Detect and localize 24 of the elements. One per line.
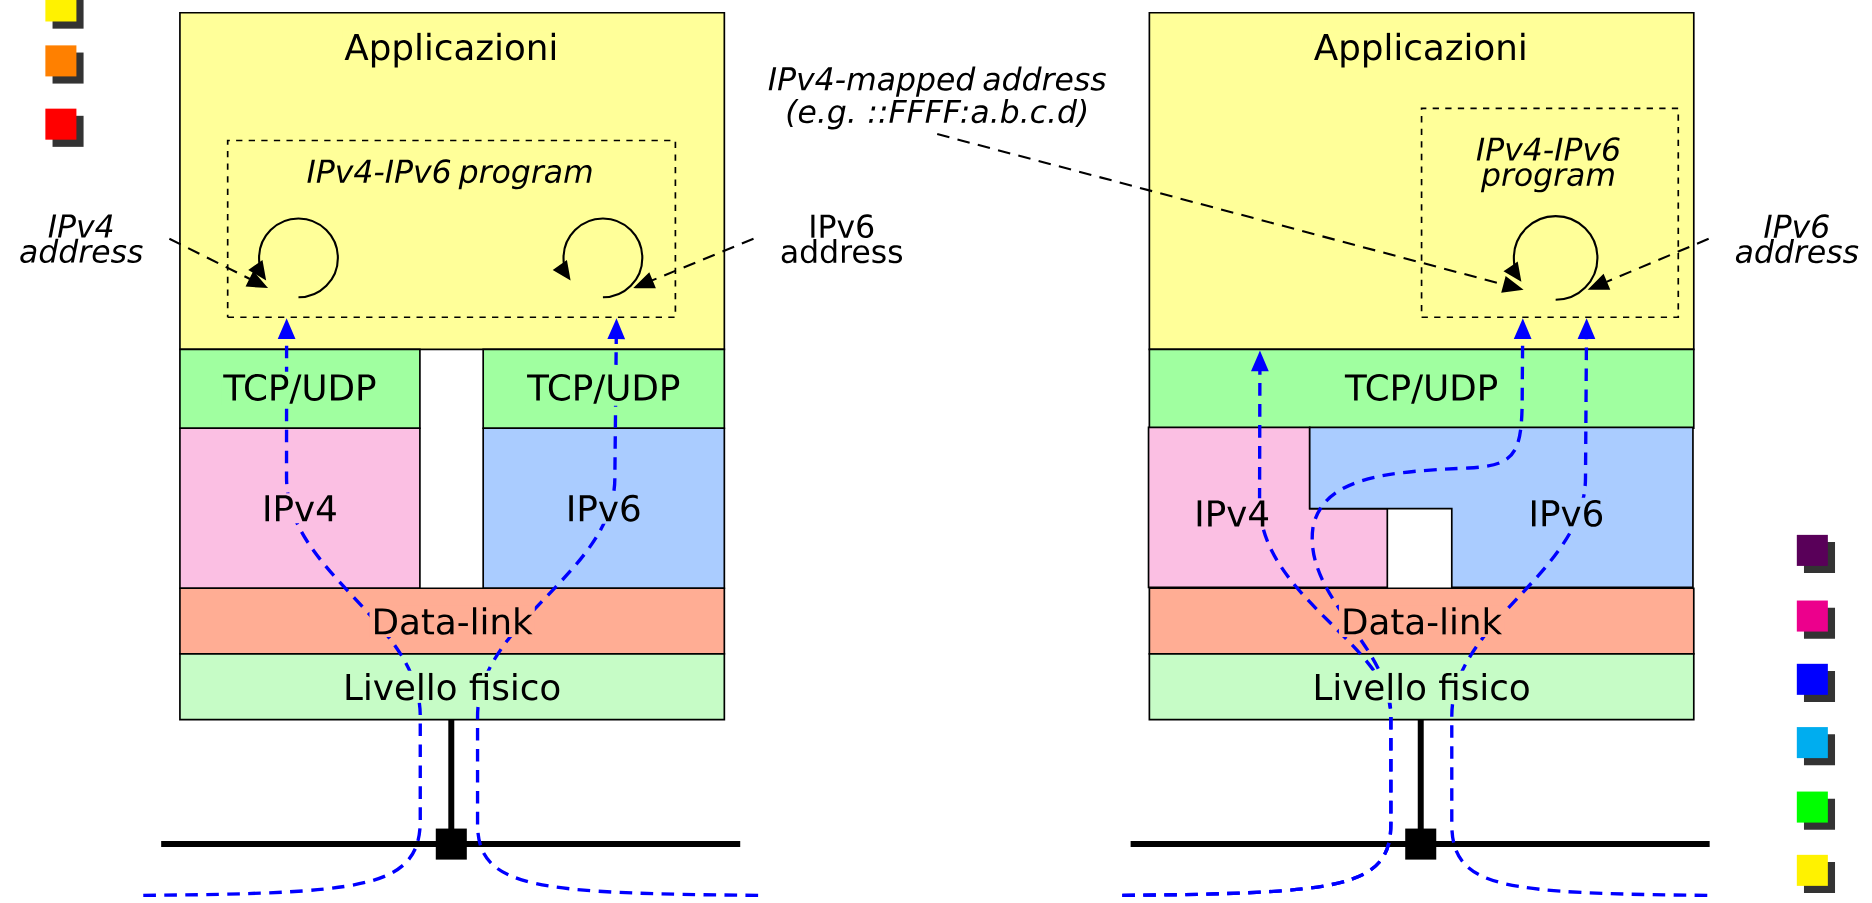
layer-label: IPv4 xyxy=(1192,498,1273,529)
address-label: IPv4 address xyxy=(20,214,143,264)
address-label: IPv4-mapped address (e.g. ::FFFF:a.b.c.d) xyxy=(768,66,1106,130)
layer-label: IPv6 xyxy=(1526,498,1607,530)
layer-label: Applicazioni xyxy=(342,31,561,70)
layer-label: Livello fisico xyxy=(1310,671,1533,703)
layer-label: Data-link xyxy=(1338,605,1505,638)
network-layer xyxy=(1308,426,1694,589)
application-layer xyxy=(179,12,726,351)
layer-label: IPv6 xyxy=(563,492,644,525)
application-layer xyxy=(1148,12,1695,351)
program-box: IPv4-IPv6 program xyxy=(1420,107,1680,319)
address-label: IPv6 address xyxy=(1735,214,1859,264)
network-layer xyxy=(179,427,421,590)
network-layer xyxy=(482,427,726,590)
layer-label: Livello fisico xyxy=(340,671,564,703)
address-label: IPv6 address xyxy=(781,214,902,264)
layer-label: TCP/UDP xyxy=(525,372,683,407)
layer-label: TCP/UDP xyxy=(221,372,379,407)
layer-label: IPv4 xyxy=(259,493,340,524)
layer-label: Applicazioni xyxy=(1311,31,1530,70)
layer-label: TCP/UDP xyxy=(1342,372,1501,407)
program-box: IPv4-IPv6 program xyxy=(226,139,677,319)
layer-label: Data-link xyxy=(369,605,535,638)
